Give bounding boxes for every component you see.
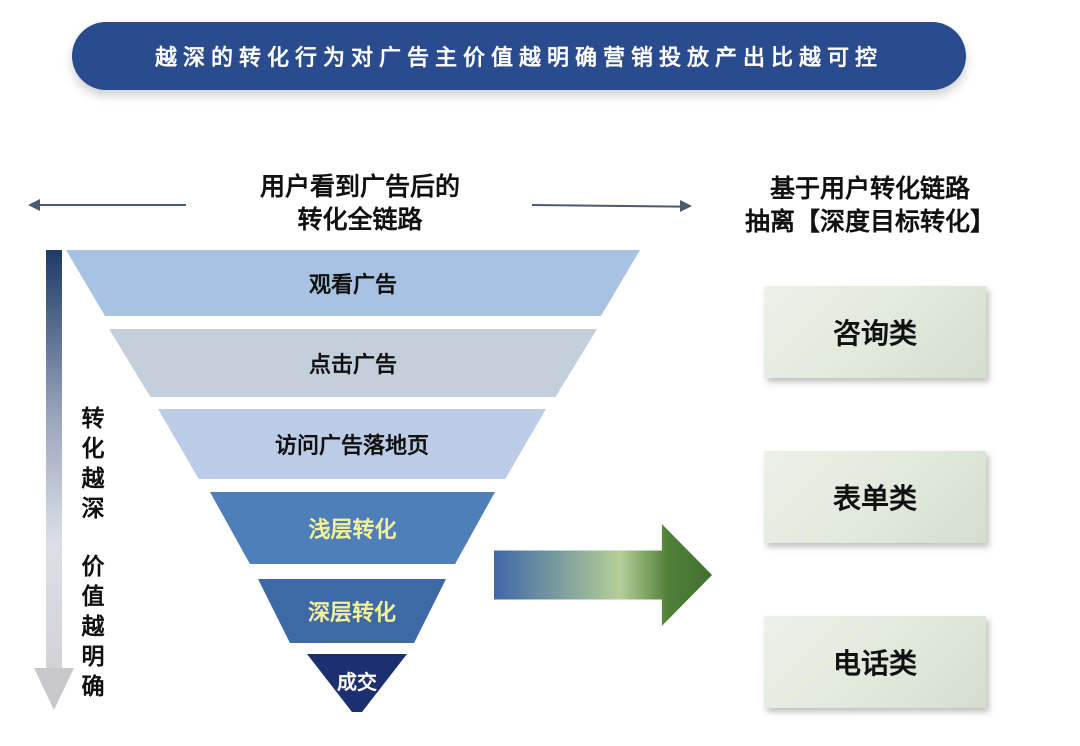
funnel-heading: 用户看到广告后的 转化全链路 bbox=[200, 170, 520, 236]
category-label: 表单类 bbox=[832, 482, 917, 515]
funnel-heading-line-2: 转化全链路 bbox=[297, 205, 423, 234]
right-arrow-icon bbox=[680, 200, 692, 212]
category-label: 咨询类 bbox=[832, 317, 917, 350]
target-heading-line-2: 抽离【深度目标转化】 bbox=[744, 207, 995, 236]
depth-arrow-shaft bbox=[46, 250, 62, 670]
funnel-layer-landing-page: 访问广告落地页 bbox=[158, 409, 546, 479]
funnel-layer-click-ad: 点击广告 bbox=[109, 329, 597, 397]
funnel-layer-label: 访问广告落地页 bbox=[274, 434, 429, 459]
category-phone: 电话类 bbox=[764, 616, 986, 708]
funnel-layer-label: 深层转化 bbox=[307, 601, 396, 626]
left-arrow-icon bbox=[28, 199, 40, 211]
funnel-layer-deep-conversion: 深层转化 bbox=[258, 579, 446, 643]
funnel-layer-shallow-conversion: 浅层转化 bbox=[210, 492, 495, 564]
funnel-layer-deal: 成交 bbox=[307, 654, 407, 712]
category-consultation: 咨询类 bbox=[764, 286, 986, 378]
funnel-heading-line-1: 用户看到广告后的 bbox=[259, 172, 460, 201]
top-banner: 越深的转化行为对广告主价值越明确营销投放产出比越可控 bbox=[72, 22, 966, 90]
left-pointer-line bbox=[36, 204, 186, 206]
right-pointer-line bbox=[531, 204, 683, 208]
down-arrow-icon bbox=[34, 668, 74, 710]
right-block-arrow-icon bbox=[494, 524, 712, 626]
category-form: 表单类 bbox=[764, 451, 986, 543]
target-heading-line-1: 基于用户转化链路 bbox=[769, 174, 970, 203]
target-heading: 基于用户转化链路 抽离【深度目标转化】 bbox=[700, 172, 1040, 238]
depth-label-part-2: 价值越明确 bbox=[81, 554, 105, 700]
funnel-layer-label: 观看广告 bbox=[308, 273, 397, 298]
funnel-layer-label: 成交 bbox=[337, 670, 377, 694]
funnel-layer-label: 浅层转化 bbox=[308, 518, 397, 543]
funnel-layer-label: 点击广告 bbox=[308, 353, 397, 378]
funnel-layer-view-ad: 观看广告 bbox=[66, 250, 640, 316]
banner-text: 越深的转化行为对广告主价值越明确营销投放产出比越可控 bbox=[154, 46, 883, 71]
depth-label-part-1: 转化越深 bbox=[81, 406, 105, 522]
depth-label: 转化越深 价值越明确 bbox=[78, 404, 108, 702]
category-label: 电话类 bbox=[832, 647, 917, 680]
